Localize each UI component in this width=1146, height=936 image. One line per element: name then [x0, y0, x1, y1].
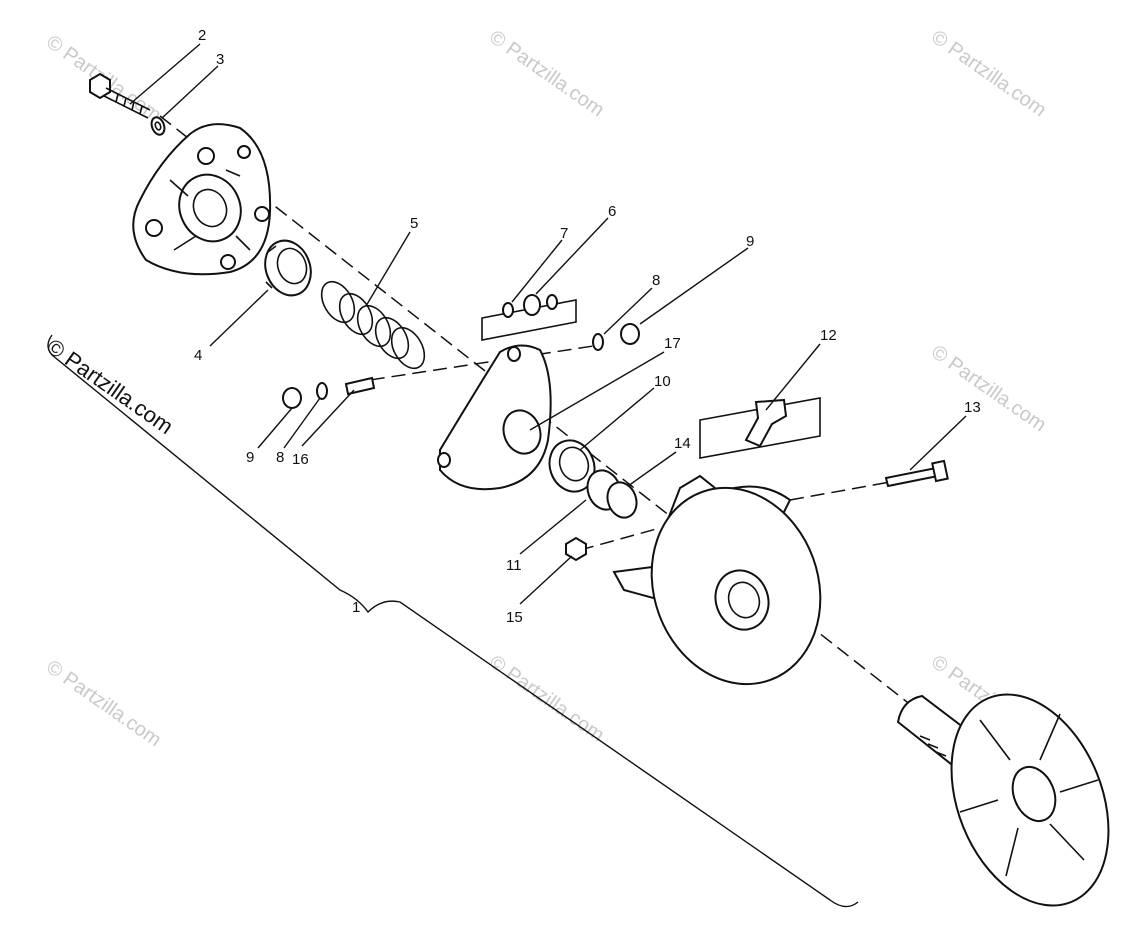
- callout-1: 1: [352, 599, 360, 616]
- callout-16: 16: [292, 451, 309, 468]
- callout-2: 2: [198, 27, 206, 44]
- callout-10: 10: [654, 373, 671, 390]
- part-moveable-sheave: [612, 474, 822, 686]
- part-9-8-16-left: [282, 376, 376, 409]
- callout-5: 5: [410, 215, 418, 232]
- part-fixed-sheave-fan: [896, 693, 1110, 907]
- part-15-nut: [565, 536, 587, 562]
- callout-11: 11: [506, 557, 522, 574]
- watermark-bottom-left: © Partzilla.com: [42, 656, 165, 751]
- part-8-9-right: [592, 323, 640, 351]
- nut-axis-line: [579, 527, 661, 551]
- part-4-bushing: [264, 239, 312, 297]
- part-13-bolt: [884, 459, 949, 488]
- leader-lines: [129, 43, 967, 605]
- part-6-7-roller-group: [481, 294, 577, 341]
- callout-4: 4: [194, 347, 202, 364]
- watermark-bottom-center: © Partzilla.com: [485, 651, 608, 746]
- part-5-spring: [320, 280, 426, 370]
- callout-7: 7: [560, 225, 568, 242]
- assembly-bracket: [47, 334, 859, 908]
- part-cover: [132, 123, 272, 276]
- callout-labels: 1 2 3 4 5 6 7 8 9 17 10 12 13 14 11 15 9…: [194, 27, 981, 626]
- watermark-top-center: © Partzilla.com: [485, 26, 608, 121]
- watermark-left-strong: © Partzilla.com: [42, 334, 178, 440]
- callout-8-right: 8: [652, 272, 660, 289]
- pin-axis-line: [349, 344, 601, 384]
- callout-15: 15: [506, 609, 523, 626]
- callout-17: 17: [664, 335, 681, 352]
- part-2-bolt: [89, 72, 151, 119]
- watermark-mid-right: © Partzilla.com: [927, 341, 1050, 436]
- part-spider: [437, 344, 552, 491]
- bolt-axis-line: [789, 481, 891, 501]
- callout-9-right: 9: [746, 233, 754, 250]
- callout-14: 14: [674, 435, 691, 452]
- callout-13: 13: [964, 399, 981, 416]
- callout-12: 12: [820, 327, 837, 344]
- part-12-slider: [699, 397, 821, 459]
- part-3-washer: [150, 116, 166, 136]
- callout-6: 6: [608, 203, 616, 220]
- callout-3: 3: [216, 51, 224, 68]
- watermark-top-right: © Partzilla.com: [927, 26, 1050, 121]
- callout-9-left: 9: [246, 449, 254, 466]
- part-10-11-14-bushings: [548, 439, 638, 519]
- callout-8-left: 8: [276, 449, 284, 466]
